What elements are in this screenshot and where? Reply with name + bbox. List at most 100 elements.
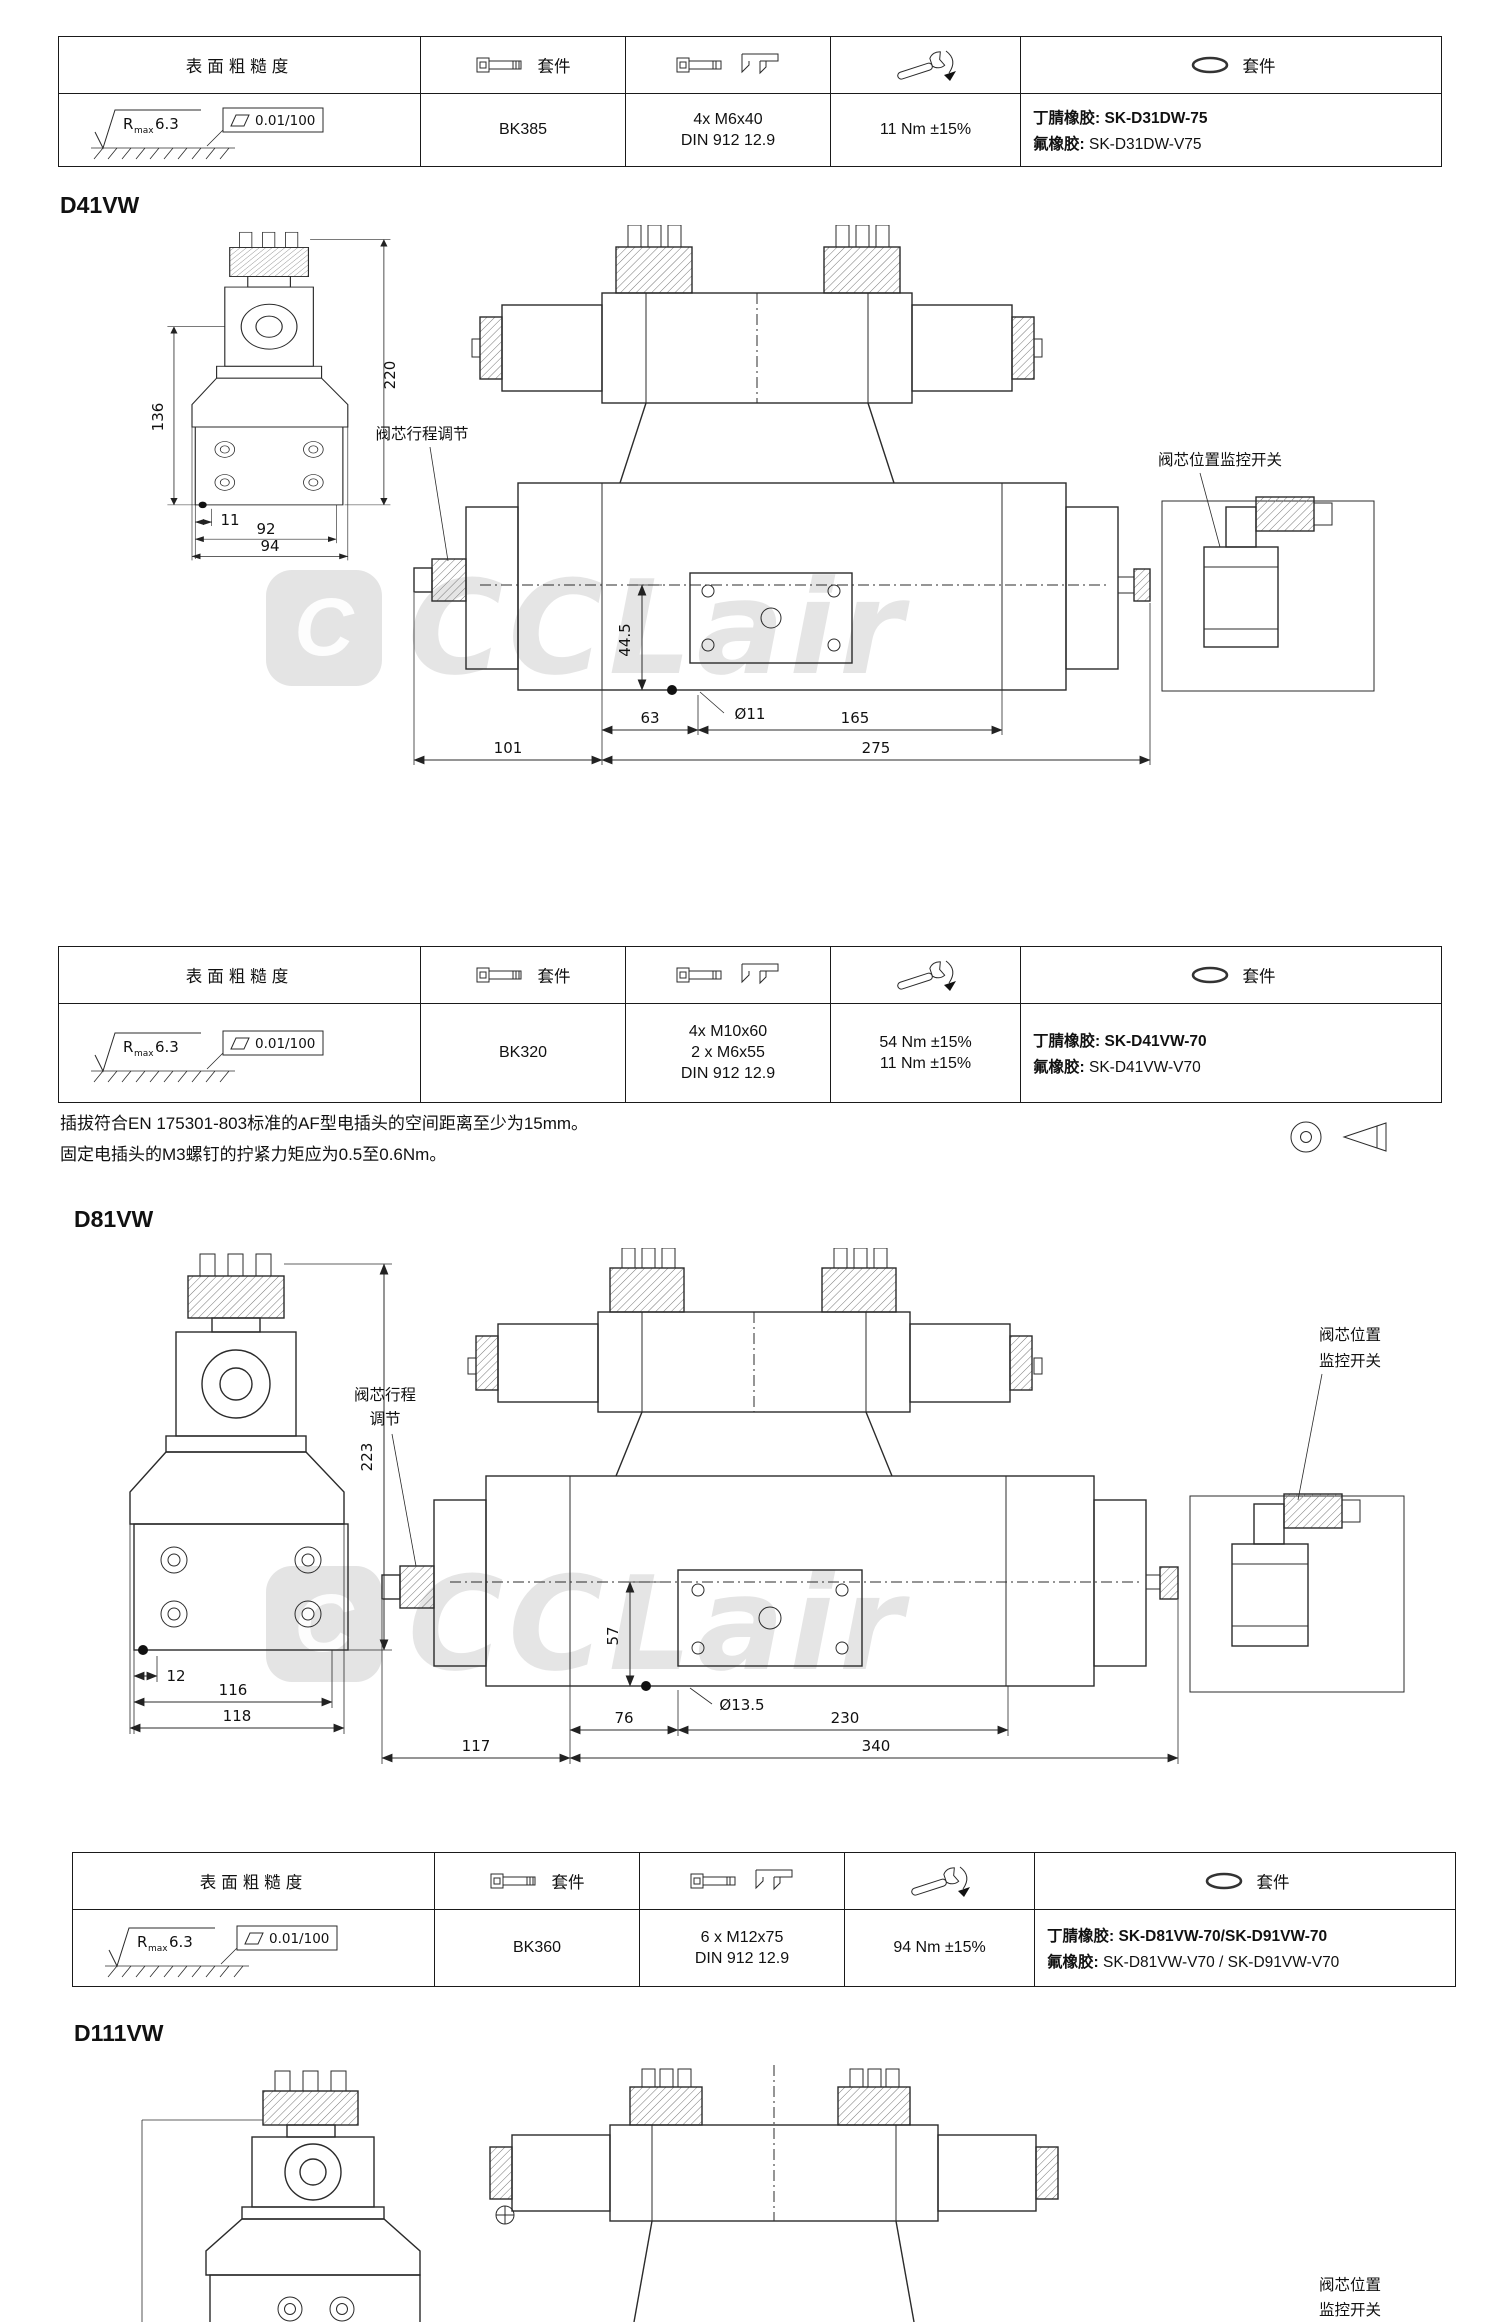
dim-44-5: 44.5 bbox=[616, 623, 634, 656]
header-bolt-kit: 套件 bbox=[421, 947, 626, 1004]
dim-136: 136 bbox=[149, 403, 167, 432]
roughness-header-label: 表面粗糙度 bbox=[185, 968, 294, 986]
dim-63: 63 bbox=[640, 709, 659, 727]
header-torque bbox=[845, 1853, 1035, 1910]
d81vw-switch-assembly bbox=[1189, 1493, 1405, 1693]
header-roughness: 表面粗糙度 bbox=[59, 37, 421, 94]
bolt-kit-icon bbox=[476, 967, 521, 983]
header-seal-kit: 套件 bbox=[1021, 947, 1441, 1004]
kit-header-label: 套件 bbox=[551, 1874, 585, 1892]
bolt-line: 4x M10x60 bbox=[688, 1023, 768, 1040]
caliper-icon bbox=[741, 963, 779, 985]
bolt-line: 6 x M12x75 bbox=[700, 1928, 784, 1946]
roughness-value: 6.3 bbox=[155, 1038, 179, 1056]
seal-header-label: 套件 bbox=[1242, 58, 1276, 76]
surface-roughness-symbol: R max 6.3 0.01/100 bbox=[90, 107, 323, 160]
header-bolt-spec bbox=[626, 37, 831, 94]
dim-220: 220 bbox=[381, 361, 399, 390]
position-switch-label-line2: 监控开关 bbox=[1319, 2301, 1381, 2319]
dim-340: 340 bbox=[862, 1737, 891, 1755]
seal-kit-cell: 丁腈橡胶: SK-D81VW-70/SK-D91VW-70 氟橡胶: SK-D8… bbox=[1035, 1910, 1455, 1986]
d41vw-front-view bbox=[167, 231, 391, 561]
d111vw-front-view bbox=[141, 2070, 421, 2322]
section-title-d81vw: D81VW bbox=[74, 1206, 154, 1232]
d41vw-side-dimensions: 44.5 Ø11 63 165 101 275 bbox=[413, 584, 1151, 765]
kit-value: BK385 bbox=[498, 121, 548, 138]
kit-value: BK320 bbox=[498, 1044, 548, 1061]
header-roughness: 表面粗糙度 bbox=[59, 947, 421, 1004]
roughness-header-label: 表面粗糙度 bbox=[185, 58, 294, 76]
dim-118: 118 bbox=[223, 1707, 252, 1725]
bolt-icon bbox=[676, 967, 722, 983]
section-title-d111vw: D111VW bbox=[74, 2020, 164, 2046]
oring-icon bbox=[1191, 966, 1228, 984]
bolt-spec-cell: 6 x M12x75 DIN 912 12.9 bbox=[640, 1910, 845, 1986]
torque-cell: 11 Nm ±15% bbox=[831, 94, 1021, 166]
dim-76: 76 bbox=[614, 1709, 633, 1727]
bolt-line: DIN 912 12.9 bbox=[680, 1065, 776, 1082]
d81vw-labels: 阀芯行程 调节 阀芯位置 监控开关 bbox=[354, 1326, 1381, 1567]
spec-table-d31dw: 表面粗糙度 套件 套件 R max 6.3 bbox=[58, 36, 1442, 167]
d111vw-side-view bbox=[489, 2065, 1059, 2322]
torque-wrench-icon bbox=[896, 50, 956, 81]
position-switch-label: 阀芯位置监控开关 bbox=[1158, 451, 1282, 469]
bolt-kit-number: BK385 bbox=[421, 94, 626, 166]
seal-nbr-line: 丁腈橡胶: SK-D81VW-70/SK-D91VW-70 bbox=[1047, 1928, 1328, 1945]
d41vw-labels: 阀芯行程调节 阀芯位置监控开关 bbox=[375, 425, 1282, 562]
stroke-adjust-label-line1: 阀芯行程 bbox=[354, 1386, 416, 1404]
seal-nbr-line: 丁腈橡胶: SK-D31DW-75 bbox=[1033, 110, 1208, 127]
bolt-kit-icon bbox=[490, 1873, 535, 1889]
dim-dia-11: Ø11 bbox=[735, 705, 766, 723]
d41vw-side-view bbox=[413, 225, 1151, 695]
oring-icon bbox=[1191, 56, 1228, 74]
flatness-tolerance: 0.01/100 bbox=[269, 1931, 329, 1947]
kit-value: BK360 bbox=[512, 1939, 562, 1956]
roughness-r: R bbox=[137, 1933, 147, 1951]
surface-roughness-symbol: R max 6.3 0.01/100 bbox=[104, 1925, 337, 1978]
note-icons bbox=[1290, 1121, 1387, 1153]
roughness-cell: R max 6.3 0.01/100 bbox=[73, 1910, 435, 1986]
roughness-max: max bbox=[134, 126, 154, 136]
position-switch-label-line2: 监控开关 bbox=[1319, 1352, 1381, 1370]
d81vw-side-dimensions: 57 Ø13.5 76 230 117 340 bbox=[381, 1581, 1179, 1764]
connector-socket-icon bbox=[1290, 1121, 1322, 1153]
dim-92: 92 bbox=[256, 520, 275, 538]
connector-plug-icon bbox=[1342, 1122, 1387, 1152]
d41vw-drawing: 220 136 11 92 94 bbox=[149, 225, 1375, 765]
section-title-d41vw: D41VW bbox=[60, 192, 140, 218]
bolt-line: 4x M6x40 bbox=[693, 110, 763, 128]
roughness-cell: R max 6.3 0.01/100 bbox=[59, 94, 421, 166]
bolt-icon bbox=[690, 1873, 736, 1889]
header-bolt-kit: 套件 bbox=[435, 1853, 640, 1910]
roughness-r: R bbox=[123, 115, 133, 133]
torque-line: 94 Nm ±15% bbox=[893, 1939, 986, 1956]
dim-223: 223 bbox=[358, 1443, 376, 1472]
header-bolt-spec bbox=[626, 947, 831, 1004]
torque-wrench-icon bbox=[910, 1866, 970, 1897]
oring-icon bbox=[1205, 1872, 1242, 1890]
surface-roughness-symbol: R max 6.3 0.01/100 bbox=[90, 1030, 323, 1083]
kit-header-label: 套件 bbox=[537, 58, 571, 76]
d111vw-labels: 阀芯位置 监控开关 bbox=[1319, 2276, 1381, 2319]
torque-line: 11 Nm ±15% bbox=[879, 121, 972, 138]
dim-57: 57 bbox=[604, 1626, 622, 1645]
bolt-line: DIN 912 12.9 bbox=[680, 131, 776, 149]
stroke-adjust-label: 阀芯行程调节 bbox=[375, 425, 468, 443]
seal-fkm-line: 氟橡胶: SK-D81VW-V70 / SK-D91VW-V70 bbox=[1047, 1954, 1340, 1971]
d81vw-front-view bbox=[129, 1253, 349, 1655]
roughness-value: 6.3 bbox=[155, 115, 179, 133]
d41vw-front-dimensions: 220 136 11 92 94 bbox=[149, 361, 399, 555]
torque-cell: 94 Nm ±15% bbox=[845, 1910, 1035, 1986]
dim-11: 11 bbox=[220, 511, 239, 529]
seal-kit-cell: 丁腈橡胶: SK-D41VW-70 氟橡胶: SK-D41VW-V70 bbox=[1021, 1004, 1441, 1102]
dim-116: 116 bbox=[219, 1681, 248, 1699]
seal-header-label: 套件 bbox=[1242, 968, 1276, 986]
roughness-header-label: 表面粗糙度 bbox=[199, 1874, 308, 1892]
bolt-spec-cell: 4x M6x40 DIN 912 12.9 bbox=[626, 94, 831, 166]
dim-94: 94 bbox=[260, 537, 279, 555]
header-seal-kit: 套件 bbox=[1021, 37, 1441, 94]
bolt-spec-cell: 4x M10x60 2 x M6x55 DIN 912 12.9 bbox=[626, 1004, 831, 1102]
header-bolt-kit: 套件 bbox=[421, 37, 626, 94]
dim-12: 12 bbox=[166, 1667, 185, 1685]
